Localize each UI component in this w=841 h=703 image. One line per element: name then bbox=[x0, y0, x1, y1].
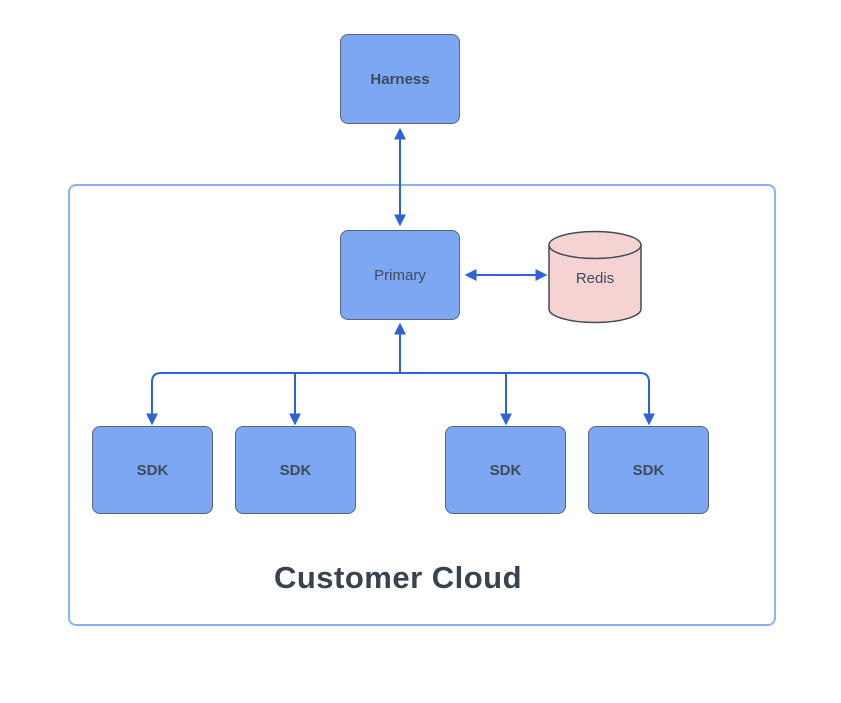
harness-node: Harness bbox=[340, 34, 460, 124]
primary-node: Primary bbox=[340, 230, 460, 320]
sdk-node-1: SDK bbox=[92, 426, 213, 514]
sdk-node-4: SDK bbox=[588, 426, 709, 514]
sdk-node-3: SDK bbox=[445, 426, 566, 514]
sdk-node-2: SDK bbox=[235, 426, 356, 514]
sdk-label: SDK bbox=[632, 461, 665, 479]
redis-label: Redis bbox=[575, 270, 615, 287]
harness-label: Harness bbox=[370, 70, 430, 88]
sdk-label: SDK bbox=[489, 461, 522, 479]
customer-cloud-label: Customer Cloud bbox=[273, 560, 523, 595]
sdk-label: SDK bbox=[136, 461, 169, 479]
primary-label: Primary bbox=[374, 266, 426, 284]
sdk-label: SDK bbox=[279, 461, 312, 479]
customer-cloud-container bbox=[68, 184, 776, 626]
